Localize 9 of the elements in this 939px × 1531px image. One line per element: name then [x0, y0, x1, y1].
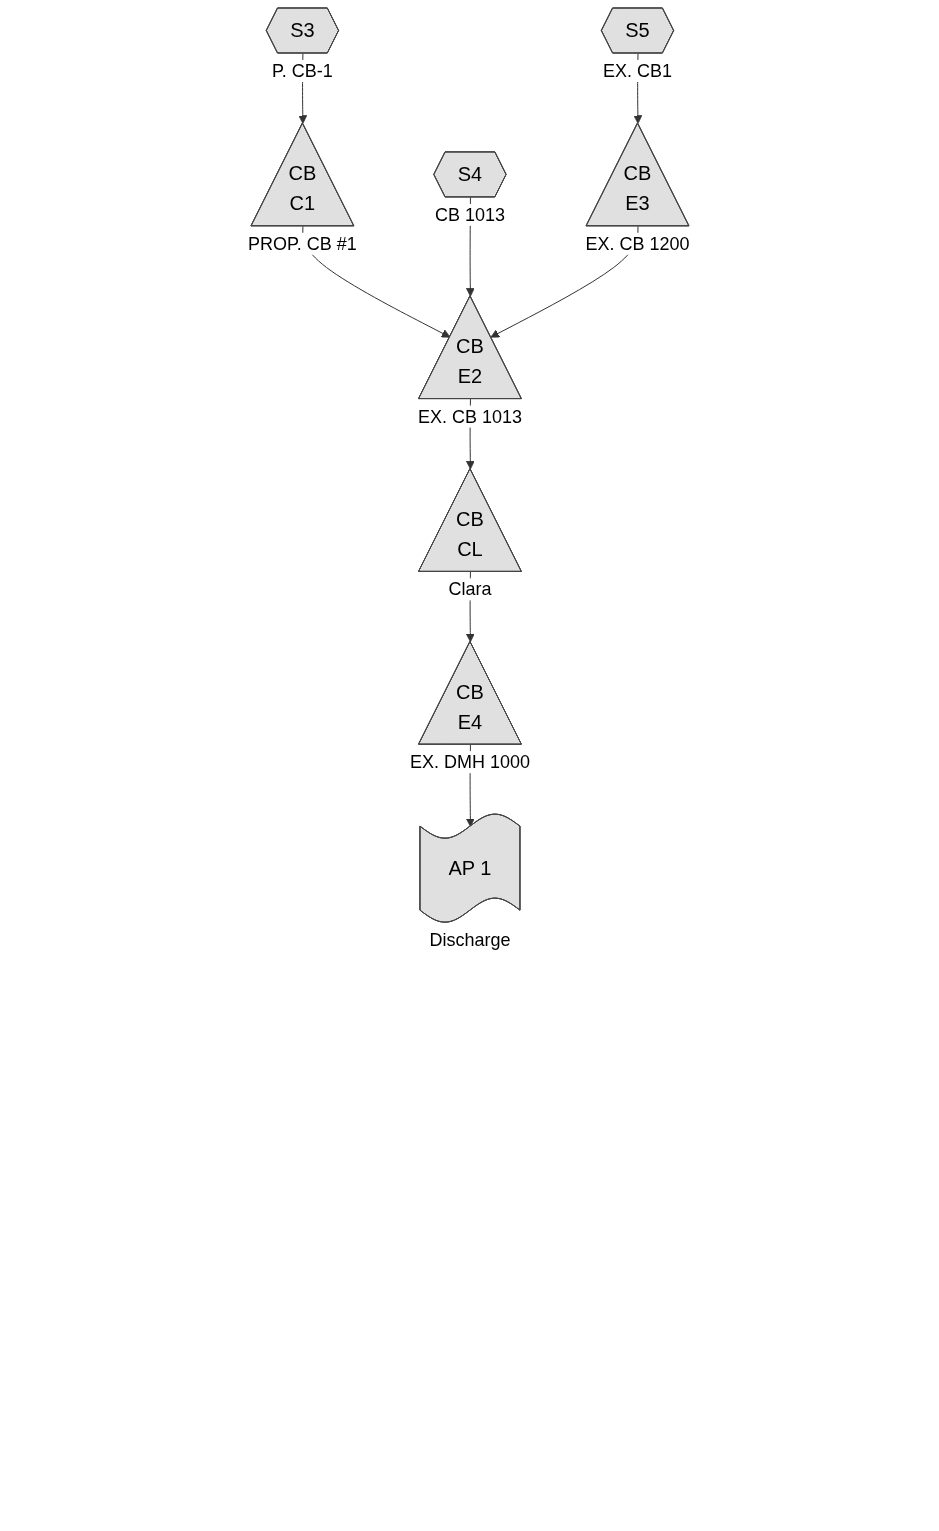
node-caption: P. CB-1 — [271, 61, 333, 81]
node-caption: Clara — [448, 579, 491, 600]
node-caption: EX. CB 1013 — [417, 406, 522, 427]
node-caption: EX. CB1 — [602, 61, 672, 81]
node-caption: PROP. CB #1 — [247, 233, 357, 254]
node-caption: CB 1013 — [434, 204, 505, 225]
node-caption: EX. CB 1200 — [585, 233, 690, 254]
node-caption: EX. DMH 1000 — [409, 752, 530, 773]
node-caption: Discharge — [429, 930, 510, 951]
